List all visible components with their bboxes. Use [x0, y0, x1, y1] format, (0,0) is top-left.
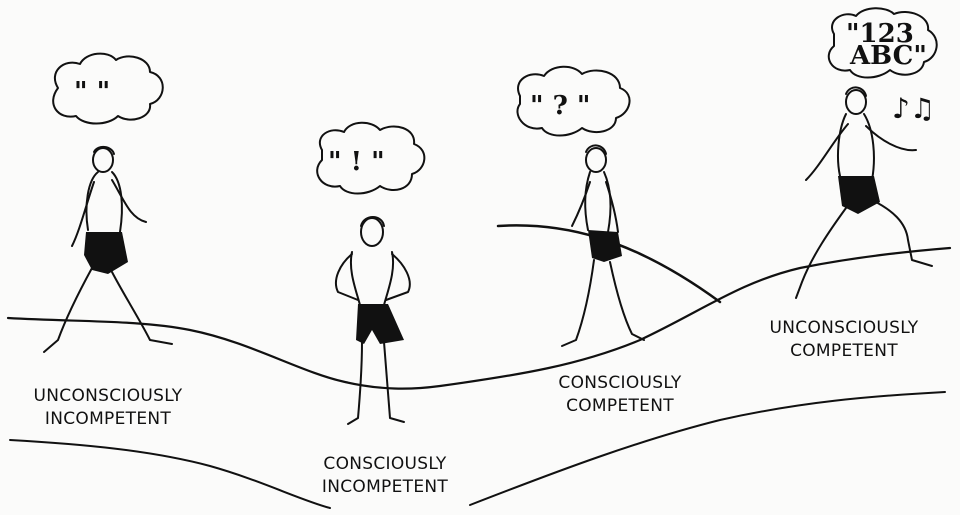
figure-shorts: [588, 230, 622, 262]
stage-label-consciously-incompetent: CONSCIOUSLY INCOMPETENT: [280, 453, 490, 499]
figure-head: [585, 147, 607, 173]
figure-head: [845, 89, 867, 115]
thought-cloud-2: " ! ": [316, 121, 426, 195]
figure-torso: [85, 171, 123, 233]
figure-head: [92, 147, 114, 173]
thought-cloud-1: " ": [52, 52, 164, 125]
stage-label-line1: CONSCIOUSLY: [558, 373, 682, 393]
figure-shorts: [356, 304, 404, 344]
stage-label-unconsciously-incompetent: UNCONSCIOUSLY INCOMPETENT: [8, 385, 208, 431]
thought-cloud-3: " ? ": [516, 65, 631, 137]
thought-text-4a: "123: [846, 19, 914, 49]
figure-standing: [334, 216, 411, 425]
figure-walking: [43, 146, 173, 353]
stage-label-line2: COMPETENT: [566, 396, 674, 416]
figure-head: [360, 217, 384, 247]
figure-shorts: [84, 232, 128, 274]
stage-label-line1: UNCONSCIOUSLY: [33, 386, 183, 406]
ground-line-upper: [6, 246, 952, 390]
figure-torso: [350, 251, 394, 306]
stage-label-line2: INCOMPETENT: [321, 477, 449, 497]
stage-label-line2: COMPETENT: [790, 341, 898, 361]
figure-torso: [837, 113, 875, 181]
thought-text-4b: ABC": [849, 41, 927, 71]
thought-text-2: " ! ": [328, 147, 385, 177]
stage-label-consciously-competent: CONSCIOUSLY COMPETENT: [520, 372, 720, 418]
figure-torso: [584, 171, 612, 233]
figure-shorts: [838, 176, 880, 214]
ground-line-lower: [9, 391, 946, 509]
figure-with-pole: [496, 144, 722, 347]
figure-running: ♪♫: [795, 86, 935, 299]
thought-cloud-4: "123 ABC": [827, 7, 938, 79]
music-notes-icon: ♪♫: [892, 92, 935, 125]
thought-text-1: " ": [74, 77, 110, 107]
stage-label-line2: INCOMPETENT: [44, 409, 172, 429]
thought-text-3: " ? ": [530, 91, 590, 121]
stage-label-line1: CONSCIOUSLY: [323, 454, 447, 474]
stage-label-line1: UNCONSCIOUSLY: [769, 318, 919, 338]
stage-label-unconsciously-competent: UNCONSCIOUSLY COMPETENT: [744, 317, 944, 363]
